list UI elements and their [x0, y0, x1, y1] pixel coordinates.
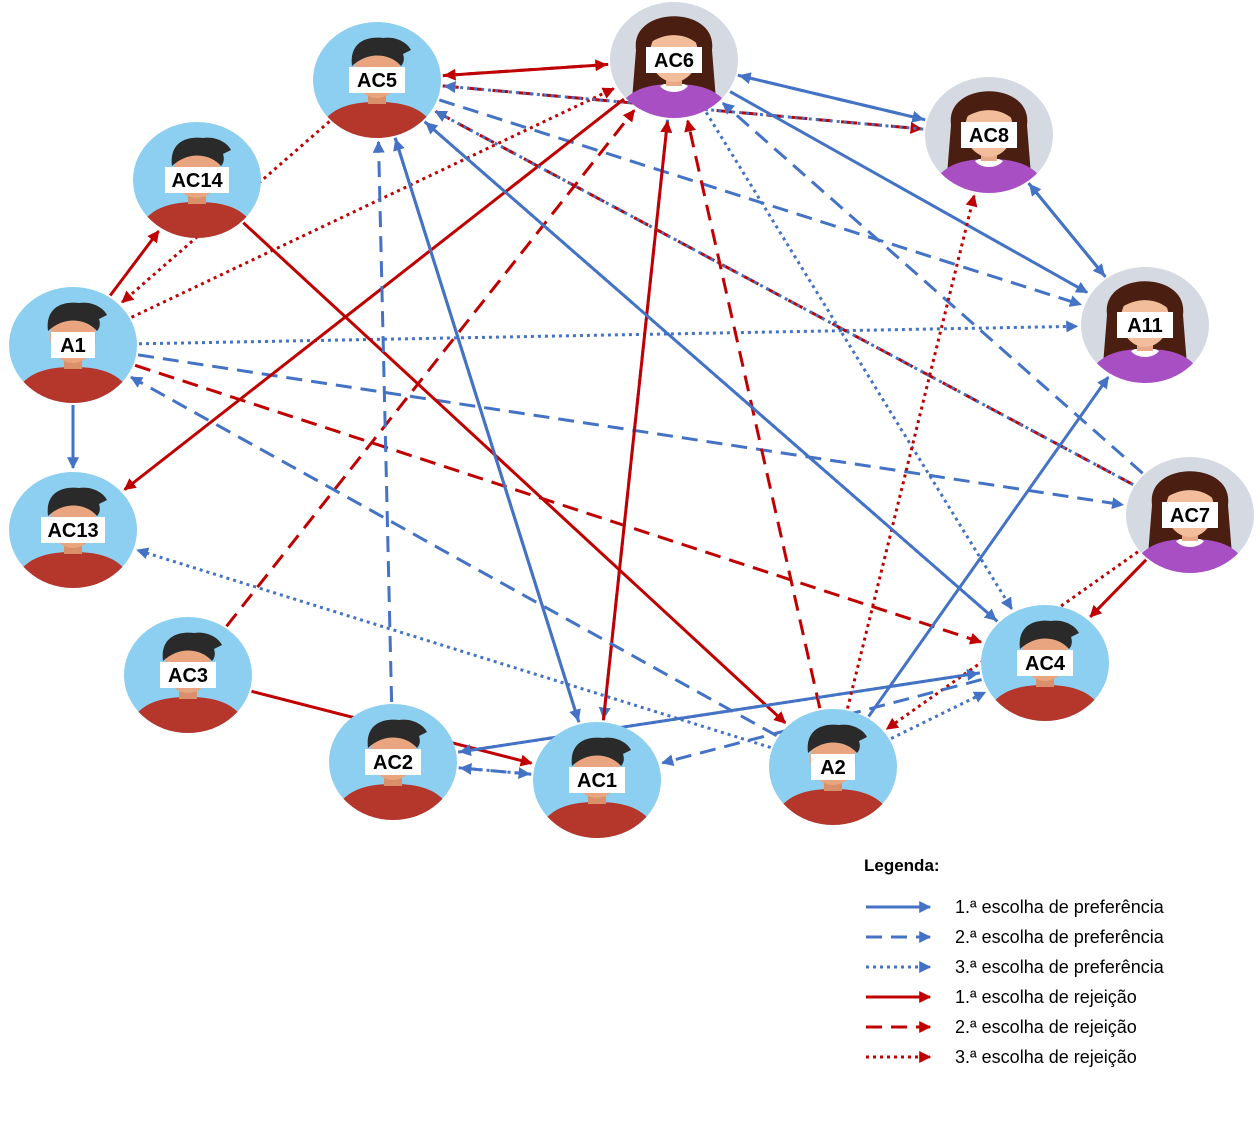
node-ac4: AC4 [981, 605, 1109, 721]
legend-item: 2.ª escolha de rejeição [866, 1017, 1137, 1037]
node-label: AC3 [168, 665, 208, 687]
legend-title: Legenda: [864, 856, 940, 875]
legend-label: 1.ª escolha de rejeição [955, 987, 1137, 1007]
node-ac14: AC14 [133, 122, 261, 238]
legend-item: 1.ª escolha de preferência [866, 897, 1165, 917]
node-label: AC6 [654, 50, 694, 72]
edge-ac1-to-ac6 [601, 120, 673, 721]
node-label: AC1 [577, 770, 617, 792]
node-ac3: AC3 [124, 617, 252, 733]
node-label: AC4 [1025, 653, 1066, 675]
node-ac5: AC5 [313, 22, 441, 138]
edge-a2-to-ac13 [136, 547, 772, 749]
legend-label: 3.ª escolha de preferência [955, 957, 1165, 977]
node-a1: A1 [9, 287, 137, 403]
node-ac1: AC1 [533, 722, 661, 838]
edge-a2-to-a11 [867, 376, 1110, 718]
node-label: AC2 [373, 752, 413, 774]
node-label: AC5 [357, 70, 397, 92]
edge-ac1-to-ac2 [459, 762, 532, 776]
node-label: A11 [1127, 315, 1163, 337]
edge-ac14-to-a2 [242, 221, 787, 725]
node-ac8: AC8 [925, 77, 1053, 193]
edge-ac2-to-ac5 [372, 140, 394, 703]
edge-ac8-to-ac6 [738, 72, 926, 122]
edge-a1-to-a11 [138, 320, 1079, 346]
edge-ac6-to-ac4 [704, 111, 1013, 610]
edge-a11-to-ac8 [1028, 183, 1107, 278]
legend: Legenda: 1.ª escolha de preferência 2.ª e… [864, 856, 1165, 1067]
edge-ac5-to-a11 [438, 98, 1082, 307]
edge-ac3-to-ac6 [225, 109, 636, 628]
legend-item: 3.ª escolha de preferência [866, 957, 1165, 977]
legend-label: 3.ª escolha de rejeição [955, 1047, 1137, 1067]
legend-label: 2.ª escolha de rejeição [955, 1017, 1137, 1037]
node-label: AC13 [47, 520, 98, 542]
legend-label: 1.ª escolha de preferência [955, 897, 1165, 917]
edge-a1-to-ac14 [109, 230, 160, 297]
edge-ac7-to-ac4 [1089, 558, 1148, 618]
edge-ac4-to-ac5 [425, 121, 999, 623]
edge-a1-to-ac7 [137, 353, 1125, 510]
node-ac7: AC7 [1126, 457, 1254, 573]
edge-a1-to-ac6 [130, 87, 615, 319]
node-ac13: AC13 [9, 472, 137, 588]
edge-ac6-to-ac13 [123, 97, 625, 491]
edge-ac6-to-a11 [729, 90, 1089, 294]
node-label: AC14 [171, 170, 223, 192]
edge-a2-to-ac8 [846, 194, 978, 709]
edge-ac7-to-ac5 [434, 110, 1134, 486]
legend-item: 1.ª escolha de rejeição [866, 987, 1137, 1007]
node-ac2: AC2 [329, 704, 457, 820]
edge-a2-to-a1 [130, 375, 778, 738]
edge-ac7-to-a2 [885, 550, 1139, 731]
node-ac6: AC6 [610, 2, 738, 118]
node-a11: A11 [1081, 267, 1209, 383]
edge-a2-to-ac6 [684, 119, 822, 709]
node-label: AC8 [969, 125, 1009, 147]
legend-item: 3.ª escolha de rejeição [866, 1047, 1137, 1067]
legend-item: 2.ª escolha de preferência [866, 927, 1165, 947]
edge-ac7-to-ac6 [721, 101, 1144, 475]
node-a2: A2 [769, 709, 897, 825]
edge-a1-to-ac4 [134, 363, 983, 645]
node-label: A2 [820, 757, 846, 779]
legend-label: 2.ª escolha de preferência [955, 927, 1165, 947]
node-label: AC7 [1170, 505, 1210, 527]
edge-ac6-to-ac5 [443, 62, 609, 81]
edge-ac1-to-ac5 [393, 138, 581, 723]
node-label: A1 [60, 335, 86, 357]
